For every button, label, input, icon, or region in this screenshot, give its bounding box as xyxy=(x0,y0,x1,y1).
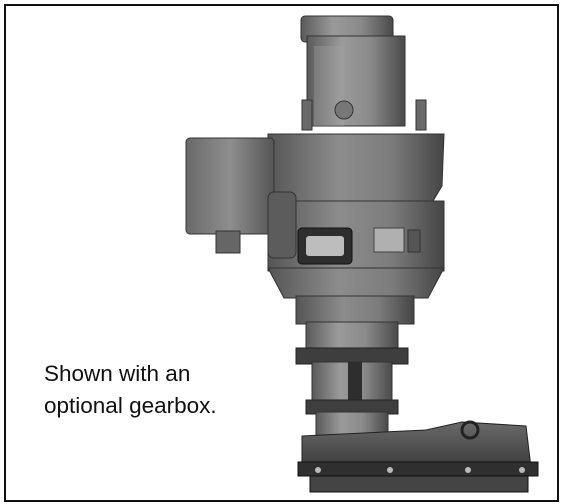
figure-frame: Shown with an optional gearbox. xyxy=(4,4,559,502)
caption-line-1: Shown with an xyxy=(44,361,191,386)
caption-line-2: optional gearbox. xyxy=(44,393,217,418)
figure-caption: Shown with an optional gearbox. xyxy=(44,358,217,422)
actuator-with-gearbox-illustration xyxy=(185,15,539,493)
